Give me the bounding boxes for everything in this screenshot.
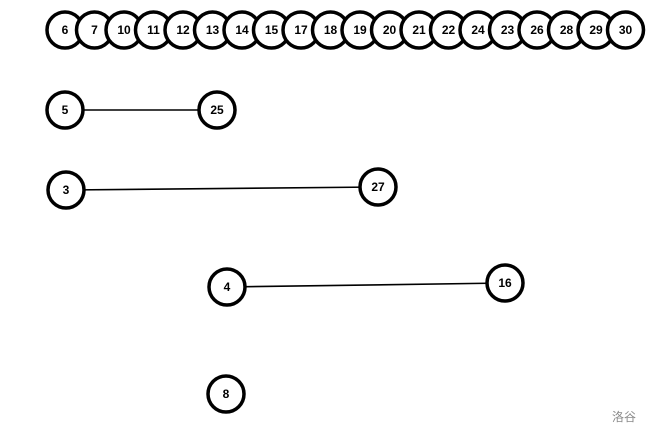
node-19: 19 — [340, 10, 380, 50]
node-circle — [197, 90, 237, 130]
node-layer: 6 7 10 11 12 13 14 15 17 18 19 20 21 22 24 23 26 28 29 30 5 2… — [45, 10, 646, 414]
node-label: 3 — [63, 183, 70, 197]
node-circle — [605, 10, 646, 50]
node-label: 14 — [235, 23, 249, 37]
node-13: 13 — [192, 10, 233, 50]
node-3: 3 — [46, 170, 86, 210]
node-circle — [45, 90, 85, 130]
node-label: 25 — [210, 103, 224, 117]
node-label: 23 — [501, 23, 515, 37]
node-12: 12 — [163, 10, 203, 50]
node-label: 8 — [223, 387, 230, 401]
edge-3-27 — [65, 186, 379, 191]
node-label: 26 — [530, 23, 544, 37]
node-label: 19 — [353, 23, 367, 37]
node-label: 4 — [224, 280, 231, 294]
node-label: 7 — [91, 23, 98, 37]
node-label: 16 — [498, 276, 512, 290]
node-label: 20 — [383, 23, 397, 37]
node-label: 17 — [294, 23, 308, 37]
node-label: 15 — [265, 23, 279, 37]
node-30: 30 — [605, 10, 646, 50]
node-circle — [46, 170, 86, 210]
node-18: 18 — [310, 10, 351, 50]
node-label: 27 — [371, 180, 385, 194]
node-24: 24 — [458, 10, 498, 50]
node-label: 22 — [442, 23, 456, 37]
node-25: 25 — [197, 90, 237, 130]
node-label: 12 — [176, 23, 190, 37]
node-27: 27 — [358, 167, 398, 207]
node-label: 13 — [206, 23, 220, 37]
node-label: 10 — [117, 23, 131, 37]
node-label: 6 — [62, 23, 69, 37]
node-8: 8 — [206, 374, 246, 414]
node-label: 29 — [589, 23, 603, 37]
node-16: 16 — [485, 263, 525, 303]
node-label: 24 — [471, 23, 485, 37]
node-23: 23 — [487, 10, 528, 50]
node-circle — [358, 167, 398, 207]
edge-layer — [65, 109, 506, 288]
node-label: 18 — [324, 23, 338, 37]
node-label: 21 — [412, 23, 426, 37]
node-5: 5 — [45, 90, 85, 130]
edge-4-16 — [226, 282, 506, 288]
node-circle — [485, 263, 525, 303]
node-circle — [206, 374, 246, 414]
node-label: 5 — [62, 103, 69, 117]
node-label: 11 — [147, 23, 160, 37]
node-4: 4 — [207, 267, 247, 307]
node-label: 28 — [560, 23, 574, 37]
watermark-logo: 洛谷 — [611, 410, 636, 424]
node-label: 30 — [619, 23, 633, 37]
node-29: 29 — [576, 10, 616, 50]
node-circle — [207, 267, 247, 307]
